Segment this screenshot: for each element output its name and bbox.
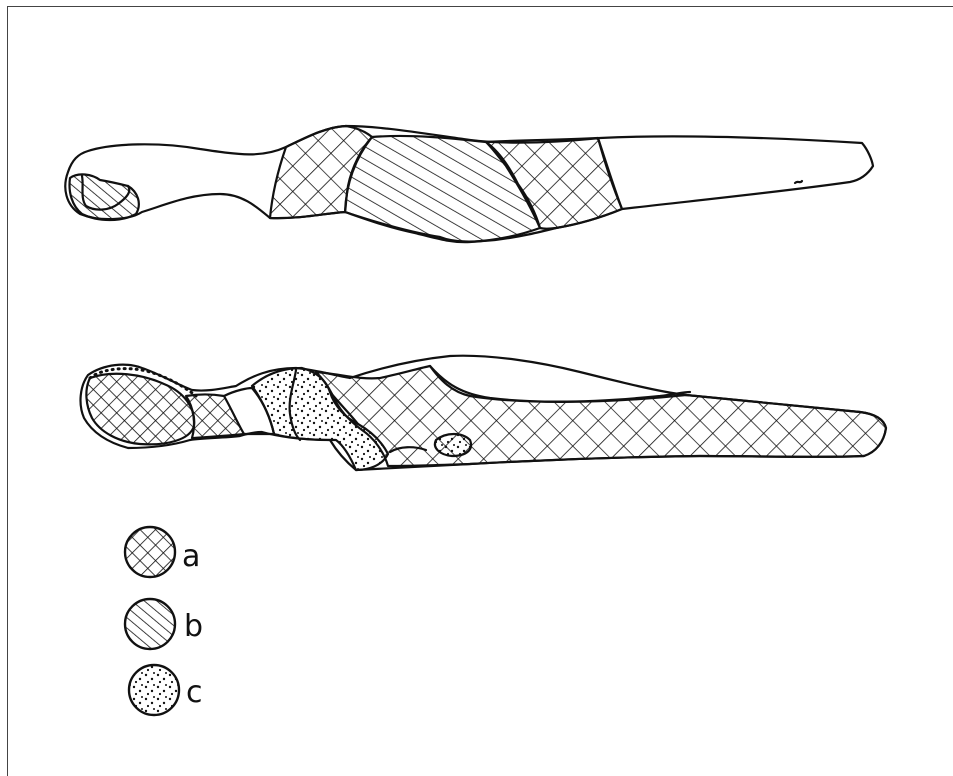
- legend: a b c: [125, 527, 203, 715]
- lower-object-view: [81, 356, 886, 470]
- legend-swatch-cross-hatch: [125, 527, 175, 577]
- legend-label-a: a: [182, 539, 200, 574]
- legend-item-b: b: [125, 599, 203, 649]
- upper-object-view: [65, 126, 873, 242]
- legend-item-a: a: [125, 527, 200, 577]
- lower-stipple-spot: [435, 434, 471, 456]
- legend-swatch-diagonal-hatch: [125, 599, 175, 649]
- upper-end-hatch: [70, 174, 139, 220]
- legend-label-b: b: [184, 609, 203, 644]
- legend-label-c: c: [186, 675, 203, 710]
- lower-neck-cross: [186, 395, 244, 439]
- lower-cross-zone: [316, 366, 886, 466]
- legend-item-c: c: [129, 665, 203, 715]
- legend-swatch-stipple: [129, 665, 179, 715]
